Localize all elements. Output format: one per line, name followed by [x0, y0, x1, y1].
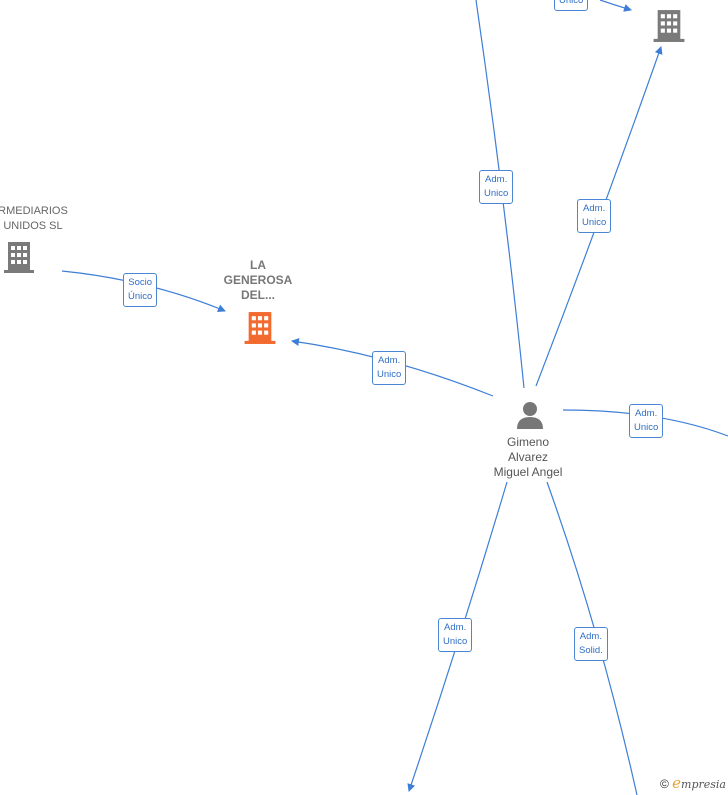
edge-label-solid-bottom[interactable]: Adm.Solid.	[574, 627, 608, 661]
edge-label-adm-topright[interactable]: Adm.Unico	[577, 199, 612, 233]
brand-initial: e	[672, 774, 682, 792]
left-company-label[interactable]: RMEDIARIOS UNIDOS SL	[0, 205, 68, 232]
building-icon[interactable]	[4, 240, 34, 274]
brand-name: mpresia	[681, 778, 726, 791]
empresia-watermark[interactable]: © empresia	[660, 774, 726, 792]
building-icon-topright[interactable]	[653, 8, 685, 43]
edge-top-partial	[599, 0, 632, 12]
edge-label-adm-bottom[interactable]: Adm.Unico	[438, 618, 473, 652]
edge-label-adm-focus[interactable]: Adm.Unico	[372, 351, 407, 385]
focus-building-icon[interactable]	[244, 310, 276, 345]
edge-label-top-partial[interactable]: Unico	[554, 0, 589, 11]
edge-label-adm-right[interactable]: Adm.Unico	[629, 404, 664, 438]
focus-company-label[interactable]: LA GENEROSA DEL...	[223, 258, 293, 302]
edge-label-adm-top[interactable]: Adm.Unico	[479, 170, 514, 204]
person-label[interactable]: Gimeno Alvarez Miguel Angel	[493, 435, 563, 479]
person-icon[interactable]	[515, 400, 545, 430]
copyright-symbol: ©	[659, 777, 669, 791]
